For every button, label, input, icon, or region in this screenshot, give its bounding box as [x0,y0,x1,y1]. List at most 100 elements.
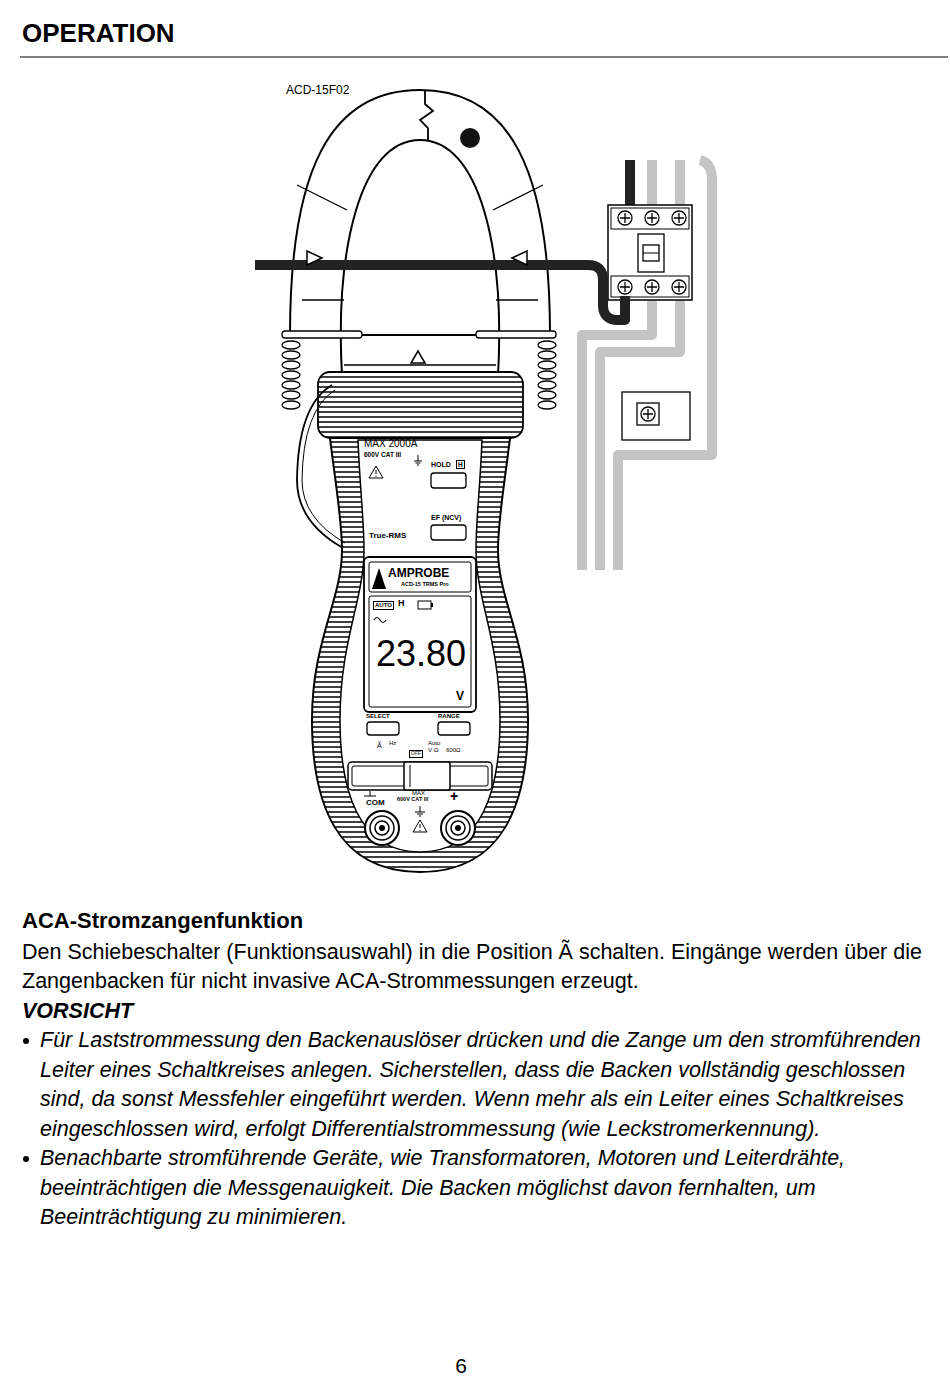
jack-rating: MAX [412,790,425,796]
ncv-button [431,525,466,540]
junction-box [622,392,690,440]
section-heading: ACA-Stromzangenfunktion [22,906,948,936]
breaker-housing [608,205,692,300]
trigger-ridge [282,351,300,359]
feature-label: True-RMS [369,532,406,540]
grip-ridge [300,866,540,867]
range-button [438,722,470,735]
lcd-indicator: H [398,599,405,608]
trigger-ridge [538,341,556,349]
wiring [582,160,712,570]
bullet-item: Benachbarte stromführende Geräte, wie Tr… [22,1144,948,1233]
trigger-ridge [538,401,556,409]
switch-position: 600Ω [446,747,461,753]
warning-symbol [376,470,377,477]
collar-ridge [318,376,523,377]
input-jack [446,816,470,840]
lcd-unit: V [456,690,464,702]
jaw-base [344,364,496,366]
text-row: VORSICHT [22,997,948,1027]
warning-symbol [369,466,383,478]
collar-ridge [318,406,523,407]
trigger-ridge [538,361,556,369]
trigger-ridge [538,371,556,379]
body-paragraph: Den Schiebeschalter (Funktionsauswahl) i… [22,938,948,997]
jaw-bar [282,331,362,338]
warning-symbol [413,820,427,832]
ground-symbol [414,455,422,465]
battery-icon [431,603,433,607]
collar-ridge [318,411,523,412]
button-label: HOLD [431,461,451,468]
caution-item: Benachbarte stromführende Geräte, wie Tr… [40,1144,948,1233]
jaw-dot [460,128,480,148]
jack-label: COM [366,799,385,807]
input-jack [441,811,475,845]
jaw-segment [297,185,543,300]
brand-panel [369,562,471,592]
hold-button [431,473,466,488]
text-column: ACA-StromzangenfunktionDen Schiebeschalt… [22,906,948,1233]
grip-ridge [300,861,540,862]
display-frame [364,557,476,712]
text-row: Den Schiebeschalter (Funktionsauswahl) i… [22,938,948,997]
button-label: SELECT [366,713,390,719]
switch-position: OFF [409,750,423,758]
collar-ridge [318,396,523,397]
lcd-reading: 23.80 [376,636,466,672]
ac-symbol [374,618,386,623]
screw-slot [643,409,653,419]
terminal-block [637,403,659,425]
rating-label: MAX 2000Ã [364,439,417,449]
input-jack [375,821,389,835]
meter-face [340,440,500,852]
brand-logo [372,568,386,589]
collar-ridge [318,421,523,422]
model-code: ACD-15F02 [286,84,349,96]
page-title: OPERATION [22,20,175,46]
page-number: 6 [441,1355,481,1376]
input-jack [455,825,461,831]
trigger-ridge [538,351,556,359]
grip-ridge [300,856,540,857]
caution-heading: VORSICHT [22,997,948,1027]
trigger-ridge [282,381,300,389]
ground-symbol [415,806,425,816]
breaker-lever [643,253,659,254]
collar-ridges [318,377,523,437]
bullet-dot [23,1156,29,1162]
caution-item: Für Laststrommessung den Backenauslöser … [40,1026,948,1144]
trigger-ridge [282,371,300,379]
input-jack [370,816,394,840]
jaw-bar [476,331,556,338]
collar-ridge [318,386,523,387]
screw-slot [620,213,684,292]
hold-icon: H [456,460,465,469]
title-rule [20,57,948,58]
input-jack [379,825,385,831]
switch-position: V·Ω [428,747,439,753]
trigger-ridge [538,381,556,389]
brand-name: AMPROBE [388,567,449,579]
alignment-mark [411,351,425,363]
trigger-ridge [282,401,300,409]
breaker-switch [638,234,664,272]
collar-ridge [318,381,523,382]
collar-ridge [318,431,523,432]
button-label: EF (NCV) [431,514,461,521]
breaker-lever [643,245,659,261]
alignment-mark [512,251,527,265]
jack-rating: 600V CAT III [397,797,428,803]
collar-ridge [318,426,523,427]
black-wire [255,265,625,320]
battery-icon [418,601,431,609]
lcd-indicator: AUTO [373,601,394,610]
alignment-mark [307,251,322,265]
select-button [367,722,399,735]
bullet-item: Für Laststrommessung den Backenauslöser … [22,1026,948,1144]
category-label: 600V CAT III [364,452,401,459]
switch-position: Auto [428,740,440,746]
text-row: ACA-Stromzangenfunktion [22,906,948,936]
input-jack [365,811,399,845]
model-name: ACD-15 TRMS Pro [401,582,449,588]
